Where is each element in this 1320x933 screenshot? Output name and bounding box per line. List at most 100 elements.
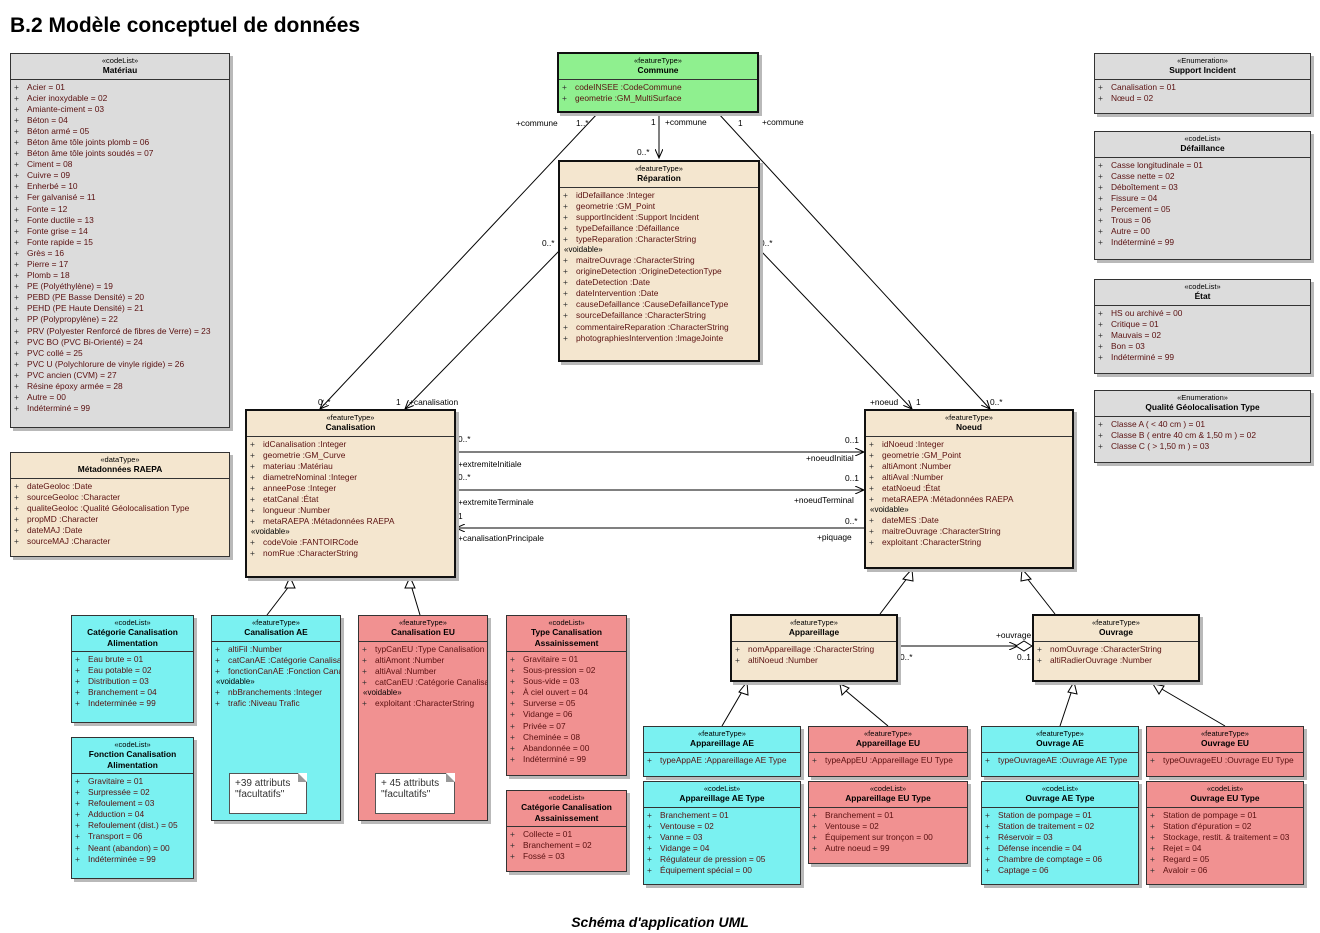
- attribute-text: Station de traitement = 02: [998, 820, 1095, 831]
- attribute-text: PP (Polypropylène) = 22: [27, 314, 118, 325]
- class-type-canalisation-assainissement[interactable]: «codeList»Type Canalisation Assainisseme…: [506, 615, 627, 776]
- class-appareillage-eu-type[interactable]: «codeList»Appareillage EU Type+Brancheme…: [808, 781, 968, 864]
- stereotype: «featureType»: [252, 618, 300, 627]
- class-ouvrage-ae-type[interactable]: «codeList»Ouvrage AE Type+Station de pom…: [981, 781, 1139, 885]
- attribute-text: geometrie :GM_Point: [882, 449, 962, 460]
- attribute-row: +exploitant :CharacterString: [359, 698, 487, 709]
- class-ouvrage[interactable]: «featureType»Ouvrage+nomOuvrage :Charact…: [1032, 614, 1200, 682]
- class-header: «featureType»Canalisation AE: [212, 616, 340, 642]
- attribute-row: +Mauvais = 02: [1095, 330, 1310, 341]
- class-name: Support Incident: [1169, 65, 1236, 75]
- attribute-text: Indéterminé = 99: [523, 753, 587, 764]
- attribute-text: Rejet = 04: [1163, 842, 1202, 853]
- attribute-text: altiNoeud :Number: [748, 654, 818, 665]
- label-mult: 1..*: [576, 118, 589, 128]
- class-categorie-canalisation-alimentation[interactable]: «codeList»Catégorie Canalisation Aliment…: [71, 615, 194, 723]
- class-appareillage-ae[interactable]: «featureType»Appareillage AE+typeAppAE :…: [643, 726, 801, 777]
- attribute-text: altiAval :Number: [375, 665, 437, 676]
- visibility-marker: +: [14, 369, 19, 380]
- page-title: B.2 Modèle conceptuel de données: [10, 14, 361, 37]
- attribute-list: +Station de pompage = 01+Station de trai…: [982, 808, 1138, 879]
- visibility-marker: +: [562, 92, 567, 103]
- stereotype: «codeList»: [1184, 134, 1221, 143]
- stereotype: «codeList»: [548, 793, 585, 802]
- stereotype: «featureType»: [945, 413, 993, 422]
- attribute-row: +PEBD (PE Basse Densité) = 20: [11, 292, 229, 303]
- attribute-text: exploitant :CharacterString: [375, 697, 475, 708]
- class-metadonnees-raepa[interactable]: «dataType»Métadonnées RAEPA+dateGeoloc :…: [10, 452, 230, 557]
- class-ouvrage-ae[interactable]: «featureType»Ouvrage AE+typeOuvrageAE :O…: [981, 726, 1139, 777]
- attribute-text: Indéterminé = 99: [27, 403, 91, 414]
- attribute-row: +Pierre = 17: [11, 259, 229, 270]
- attribute-text: Cuivre = 09: [27, 170, 71, 181]
- attribute-row: +Grès = 16: [11, 248, 229, 259]
- attribute-row: +dateDetection :Date: [560, 277, 758, 288]
- class-appareillage[interactable]: «featureType»Appareillage+nomAppareillag…: [730, 614, 898, 682]
- visibility-marker: +: [14, 524, 19, 535]
- label-mult: 1: [738, 118, 743, 128]
- attribute-text: Autre = 00: [27, 392, 66, 403]
- class-name: Catégorie Canalisation Assainissement: [521, 802, 612, 823]
- visibility-marker: +: [735, 654, 740, 665]
- class-ouvrage-eu-type[interactable]: «codeList»Ouvrage EU Type+Station de pom…: [1146, 781, 1304, 885]
- attribute-row: +sourceMAJ :Character: [11, 536, 229, 547]
- label-mult: 0..*: [760, 238, 773, 248]
- label-mult: 0..*: [542, 238, 555, 248]
- attribute-row: +Acier inoxydable = 02: [11, 93, 229, 104]
- class-commune[interactable]: «featureType»Commune+codeINSEE :CodeComm…: [557, 52, 759, 113]
- class-header: «featureType»Réparation: [560, 162, 758, 188]
- class-materiau[interactable]: «codeList»Matériau+Acier = 01+Acier inox…: [10, 53, 230, 428]
- class-defaillance[interactable]: «codeList»Défaillance +Casse longitudinal…: [1094, 131, 1311, 260]
- stereotype: «codeList»: [1206, 784, 1244, 793]
- class-canalisation[interactable]: «featureType»Canalisation+idCanalisation…: [245, 409, 456, 578]
- class-header: «codeList»Défaillance: [1095, 132, 1310, 158]
- attribute-text: Fissure = 04: [1111, 192, 1158, 203]
- attribute-text: Indéterminée = 99: [88, 853, 156, 864]
- class-qualite-geolocalisation[interactable]: «Enumeration»Qualité Géolocalisation Typ…: [1094, 390, 1311, 463]
- attribute-row: +Réservoir = 03: [982, 832, 1138, 843]
- attribute-list: +Collecte = 01+Branchement = 02+Fossé = …: [507, 827, 626, 864]
- visibility-marker: +: [14, 136, 19, 147]
- visibility-marker: +: [510, 698, 515, 709]
- attribute-text: Cheminée = 08: [523, 731, 581, 742]
- attribute-text: Gravitaire = 01: [523, 654, 579, 664]
- attribute-row: +fonctionCanAE :Fonction Canalisation AE: [212, 666, 340, 677]
- visibility-marker: +: [14, 225, 19, 236]
- visibility-marker: +: [1098, 81, 1103, 92]
- attribute-row: +Station de pompage = 01: [982, 810, 1138, 821]
- class-ouvrage-eu[interactable]: «featureType»Ouvrage EU+typeOuvrageEU :O…: [1146, 726, 1304, 777]
- attribute-text: qualiteGeoloc :Qualité Géolocalisation T…: [27, 502, 190, 513]
- visibility-marker: +: [647, 809, 652, 820]
- attribute-row: +Casse longitudinale = 01: [1095, 160, 1310, 171]
- class-appareillage-eu[interactable]: «featureType»Appareillage EU+typeAppEU :…: [808, 726, 968, 777]
- class-etat[interactable]: «codeList»État+HS ou archivé = 00+Critiq…: [1094, 279, 1311, 374]
- visibility-marker: +: [510, 753, 515, 764]
- attribute-text: dateDetection :Date: [576, 277, 651, 288]
- attribute-row: +Fissure = 04: [1095, 193, 1310, 204]
- class-reparation[interactable]: «featureType»Réparation+idDefaillance :I…: [558, 160, 760, 362]
- class-appareillage-ae-type[interactable]: «codeList»Appareillage AE Type+Brancheme…: [643, 781, 801, 885]
- attribute-text: catCanAE :Catégorie Canalisation AE: [228, 654, 340, 665]
- attribute-text: HS ou archivé = 00: [1111, 307, 1183, 318]
- visibility-marker: +: [869, 526, 874, 537]
- visibility-marker: +: [14, 203, 19, 214]
- visibility-marker: +: [1098, 170, 1103, 181]
- attribute-row: +typeOuvrageEU :Ouvrage EU Type: [1147, 755, 1303, 766]
- attribute-text: Fonte = 12: [27, 203, 68, 214]
- stereotype: «featureType»: [790, 618, 838, 627]
- attribute-row: +Équipement sur tronçon = 00: [809, 832, 967, 843]
- attribute-text: Bon = 03: [1111, 340, 1145, 351]
- class-categorie-canalisation-assainissement[interactable]: «codeList»Catégorie Canalisation Assaini…: [506, 790, 627, 872]
- visibility-marker: +: [510, 676, 515, 687]
- voidable-stereotype: «voidable»: [251, 527, 290, 537]
- attribute-row: +sourceGeoloc :Character: [11, 492, 229, 503]
- attribute-text: Vidange = 04: [660, 842, 710, 853]
- class-fonction-canalisation-alimentation[interactable]: «codeList»Fonction Canalisation Alimenta…: [71, 737, 194, 879]
- visibility-marker: +: [1150, 853, 1155, 864]
- visibility-marker: +: [1150, 754, 1155, 765]
- class-noeud[interactable]: «featureType»Noeud+idNoeud :Integer+geom…: [864, 409, 1074, 569]
- attribute-text: Fonte ductile = 13: [27, 214, 94, 225]
- attribute-text: materiau :Matériau: [263, 460, 333, 471]
- attribute-text: Branchement = 01: [660, 809, 729, 820]
- class-support-incident[interactable]: «Enumeration»Support Incident+Canalisati…: [1094, 53, 1311, 114]
